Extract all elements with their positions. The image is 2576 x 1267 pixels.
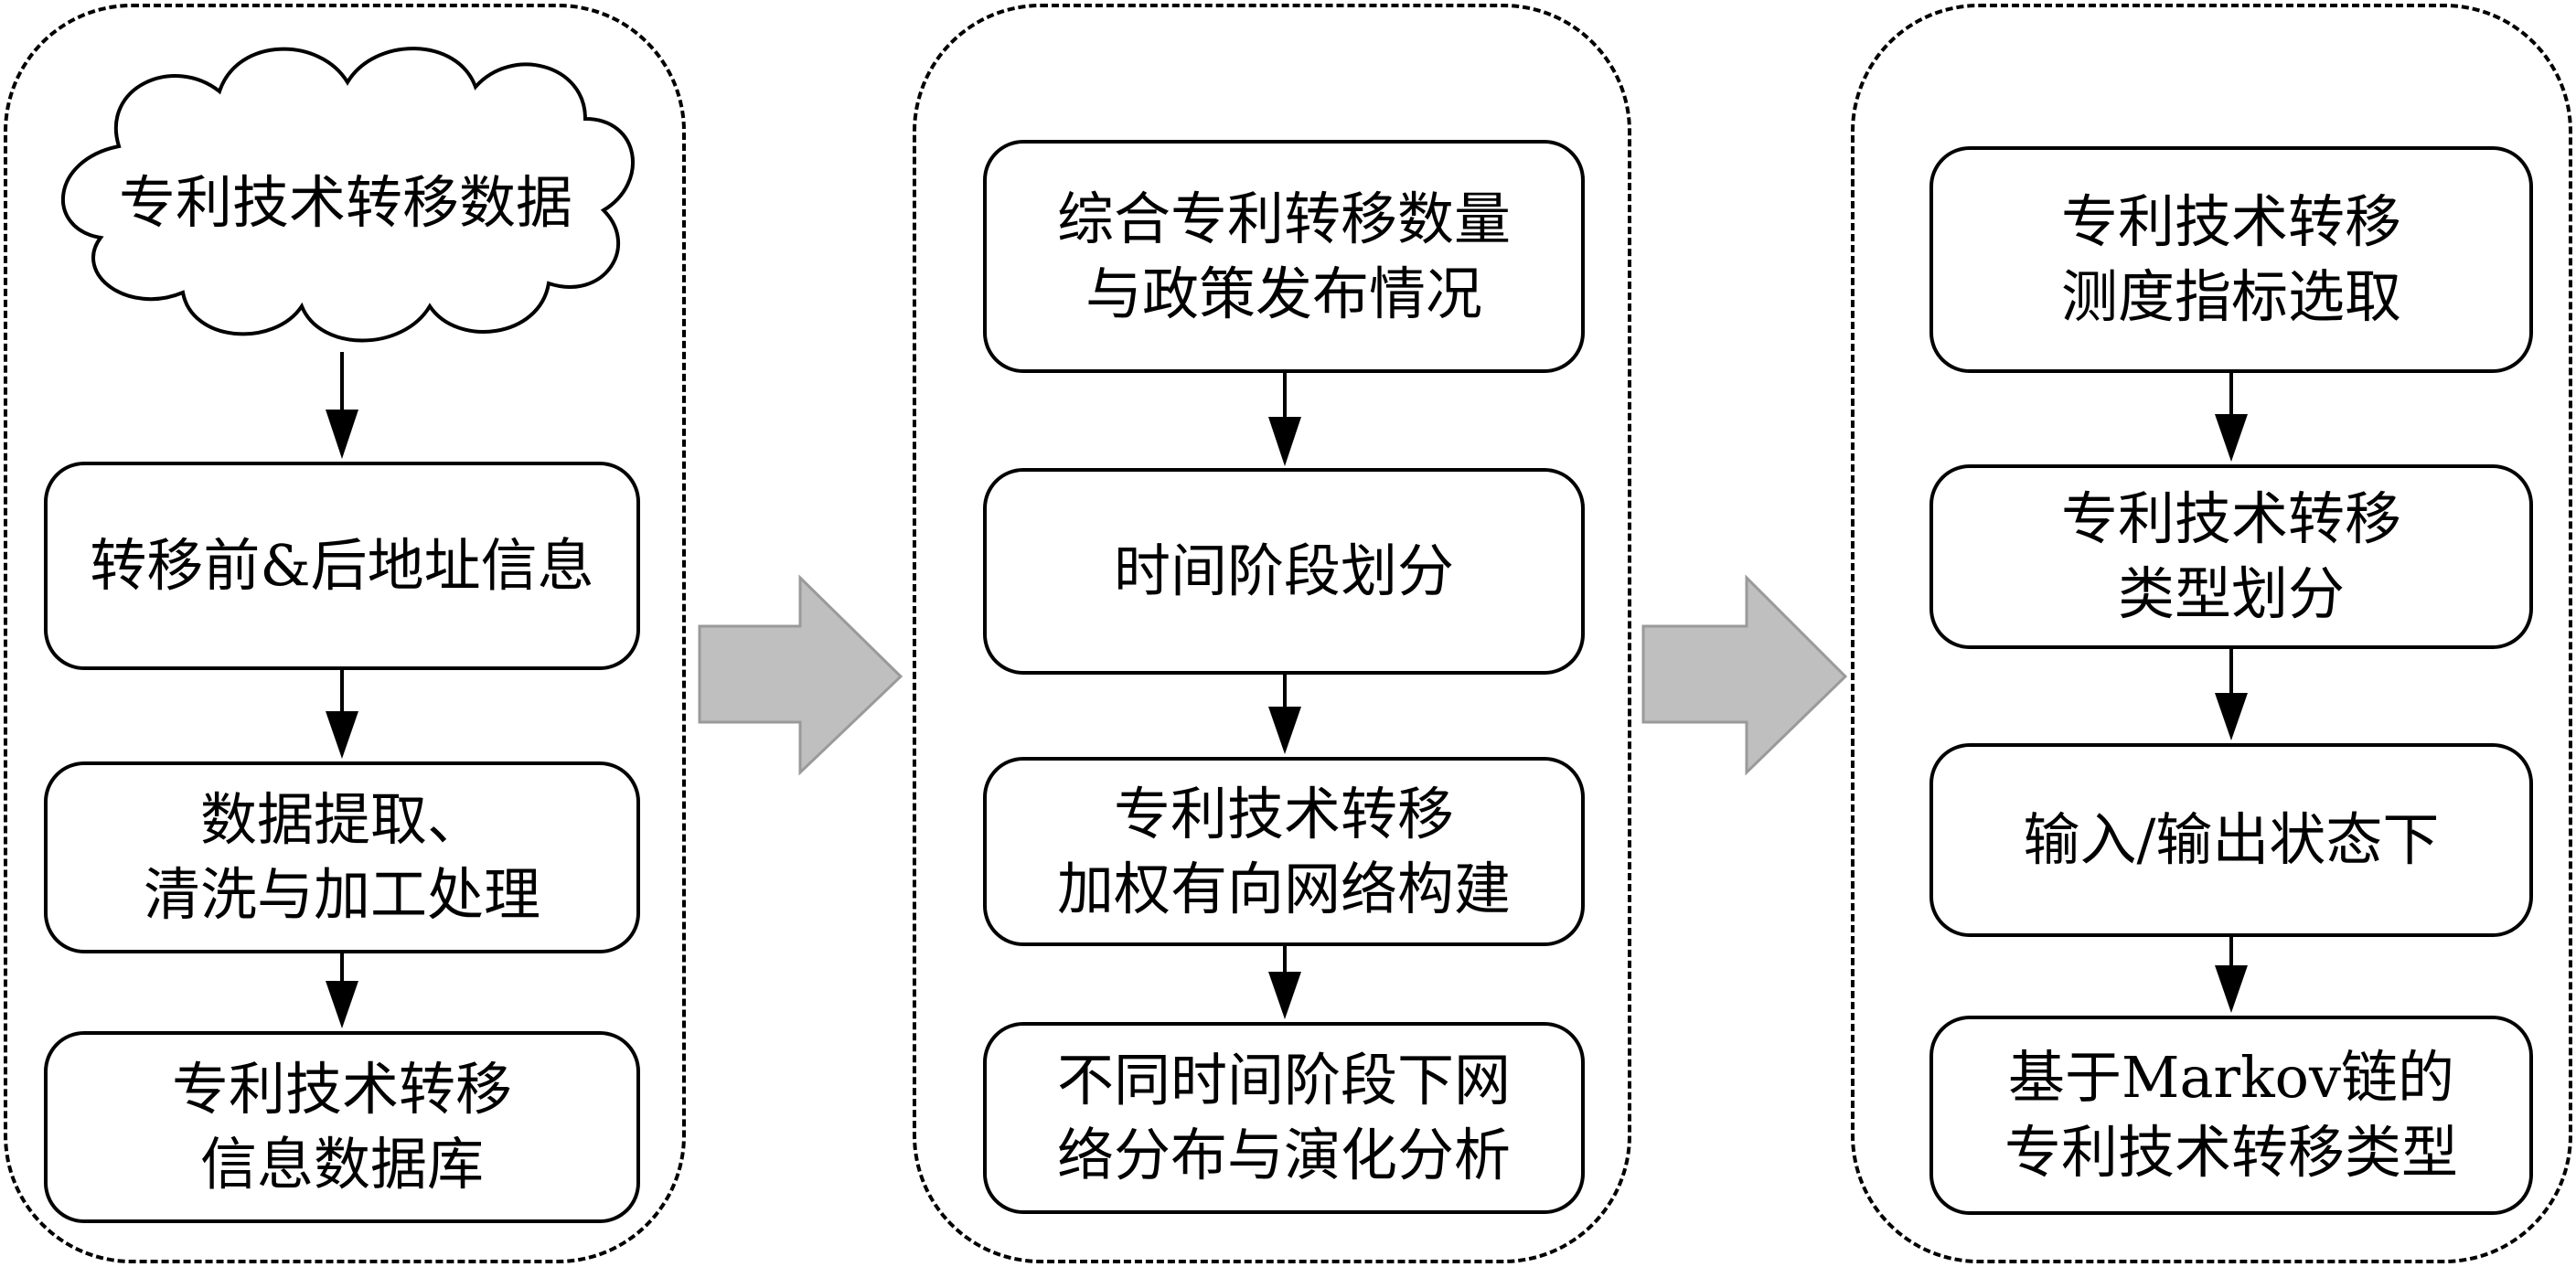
- connector-arrow-2: [1641, 574, 1848, 776]
- panel1-step3-line2: 信息数据库: [199, 1131, 484, 1198]
- panel3-step1-line1: 专利技术转移: [2060, 188, 2401, 255]
- panel3-step2-box: 专利技术转移 类型划分: [1929, 464, 2533, 649]
- panel3-step4-line1: 基于Markov链的: [2007, 1044, 2454, 1111]
- panel3-step4-box: 基于Markov链的 专利技术转移类型: [1929, 1016, 2533, 1215]
- panel-2-container: [913, 4, 1631, 1263]
- panel2-step3-line2: 加权有向网络构建: [1056, 855, 1511, 922]
- panel1-step2-line1: 数据提取、: [199, 786, 484, 853]
- panel2-step4-box: 不同时间阶段下网 络分布与演化分析: [983, 1022, 1585, 1214]
- panel1-step2-box: 数据提取、 清洗与加工处理: [44, 761, 640, 953]
- panel1-step3-line1: 专利技术转移: [171, 1056, 512, 1123]
- panel2-step3-line1: 专利技术转移: [1113, 780, 1454, 847]
- panel3-step1-box: 专利技术转移 测度指标选取: [1929, 146, 2533, 373]
- panel2-step4-line1: 不同时间阶段下网: [1056, 1047, 1511, 1113]
- panel2-step1-line1: 综合专利转移数量: [1056, 185, 1511, 252]
- connector-arrow-1: [698, 574, 903, 776]
- panel3-step4-line2: 专利技术转移类型: [2004, 1119, 2458, 1186]
- panel2-step1-box: 综合专利转移数量 与政策发布情况: [983, 140, 1585, 373]
- panel3-step3-text: 输入/输出状态下: [2023, 806, 2440, 873]
- panel3-step1-line2: 测度指标选取: [2060, 263, 2401, 330]
- panel3-step3-box: 输入/输出状态下: [1929, 743, 2533, 937]
- panel1-step2-line2: 清洗与加工处理: [143, 861, 540, 928]
- panel2-step1-line2: 与政策发布情况: [1085, 260, 1482, 327]
- panel-1-container: [4, 4, 686, 1263]
- panel2-step4-line2: 络分布与演化分析: [1056, 1122, 1511, 1188]
- panel3-step2-line1: 专利技术转移: [2060, 485, 2401, 552]
- panel2-step2-text: 时间阶段划分: [1113, 538, 1454, 604]
- panel-3-container: [1851, 4, 2572, 1263]
- panel2-step2-box: 时间阶段划分: [983, 468, 1585, 675]
- panel1-step1-text: 转移前&后地址信息: [90, 532, 594, 599]
- panel2-step3-box: 专利技术转移 加权有向网络构建: [983, 757, 1585, 946]
- panel1-step1-box: 转移前&后地址信息: [44, 462, 640, 670]
- panel1-step3-box: 专利技术转移 信息数据库: [44, 1031, 640, 1223]
- panel3-step2-line2: 类型划分: [2117, 560, 2345, 627]
- source-cloud-label: 专利技术转移数据: [118, 169, 572, 236]
